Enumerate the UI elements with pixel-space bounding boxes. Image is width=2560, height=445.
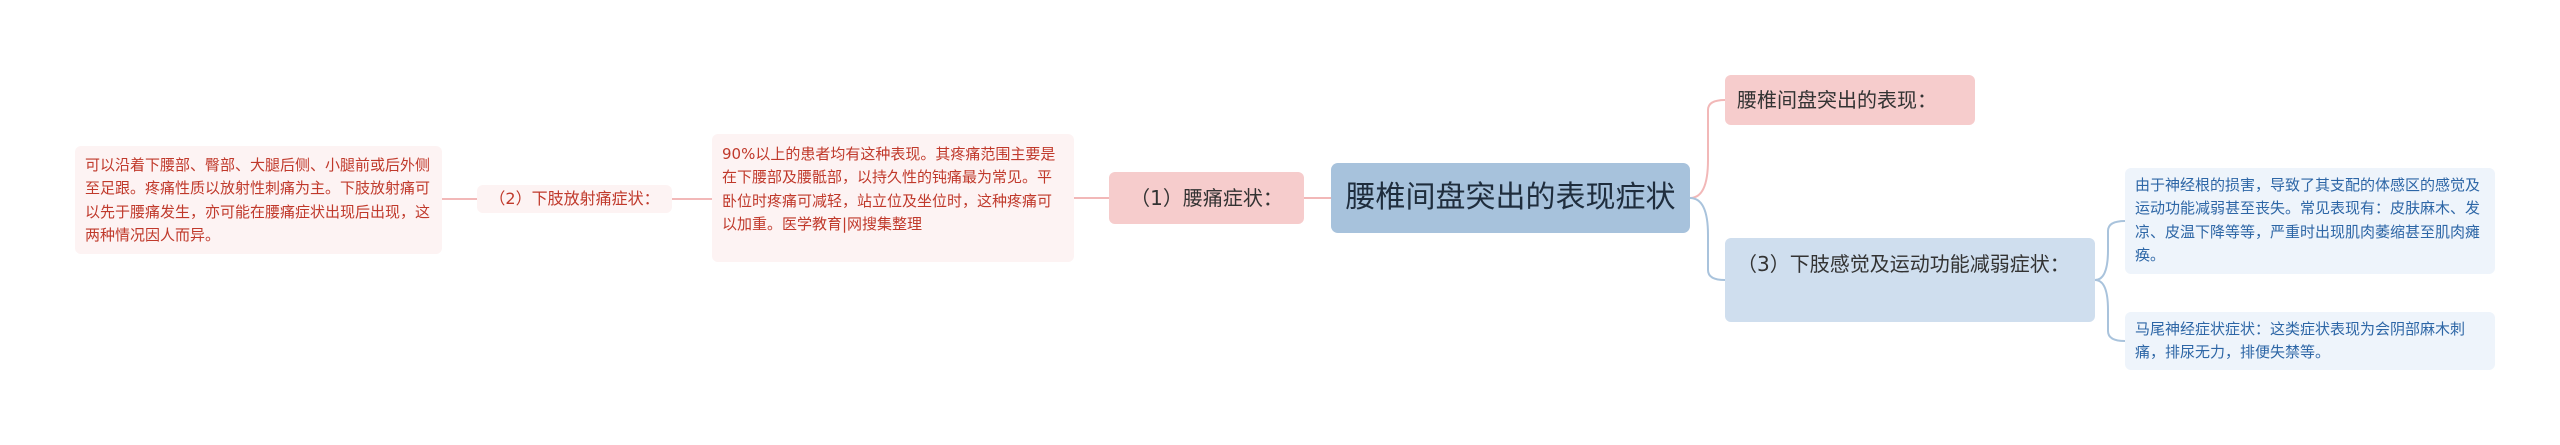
- branch-back-pain-detail[interactable]: 90%以上的患者均有这种表现。其疼痛范围主要是在下腰部及腰骶部，以持久性的钝痛最…: [712, 134, 1074, 262]
- branch-radiating-pain[interactable]: （2）下肢放射痛症状：: [477, 185, 672, 213]
- branch-sensory-motor[interactable]: （3）下肢感觉及运动功能减弱症状：: [1725, 238, 2095, 322]
- branch-radiating-pain-detail[interactable]: 可以沿着下腰部、臀部、大腿后侧、小腿前或后外侧至足跟。疼痛性质以放射性刺痛为主。…: [75, 146, 442, 254]
- branch-manifestations[interactable]: 腰椎间盘突出的表现：: [1725, 75, 1975, 125]
- branch-sensory-motor-detail-1[interactable]: 由于神经根的损害，导致了其支配的体感区的感觉及运动功能减弱甚至丧失。常见表现有：…: [2125, 168, 2495, 274]
- branch-sensory-motor-detail-2[interactable]: 马尾神经症状症状：这类症状表现为会阴部麻木刺痛，排尿无力，排便失禁等。: [2125, 312, 2495, 370]
- center-topic[interactable]: 腰椎间盘突出的表现症状: [1331, 163, 1690, 233]
- branch-back-pain[interactable]: （1）腰痛症状：: [1109, 172, 1304, 224]
